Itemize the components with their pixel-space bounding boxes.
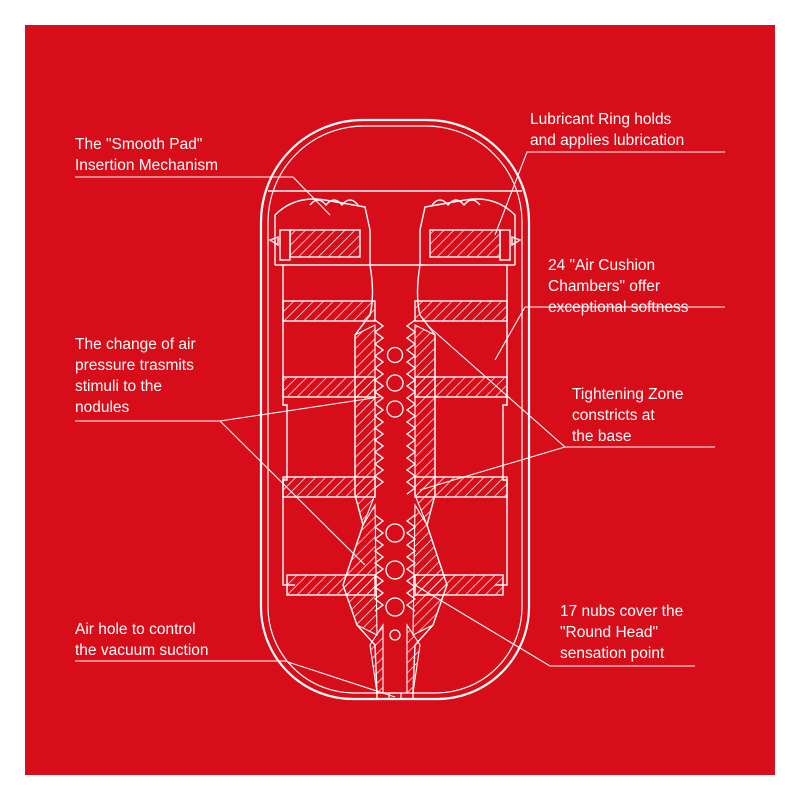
leader-lubricant [494, 151, 725, 236]
inner-capsule [267, 125, 523, 694]
background [25, 25, 775, 775]
nodule-zigzag [373, 319, 417, 612]
leader-tightening-2 [419, 446, 566, 491]
callout-smooth-pad: The "Smooth Pad" Insertion Mechanism [75, 136, 219, 174]
nodules [385, 346, 405, 641]
leader-smooth-pad [75, 176, 331, 216]
callout-nubs: 17 nubs cover the "Round Head" sensation… [560, 603, 684, 662]
air-hole [388, 692, 402, 700]
callout-air-cushion: 24 "Air Cushion Chambers" offer exceptio… [548, 257, 689, 316]
smooth-pad-left [268, 198, 371, 265]
red-panel: The "Smooth Pad" Insertion Mechanism Lub… [25, 25, 775, 775]
leader-air-pressure-2 [219, 420, 366, 566]
callout-air-hole: Air hole to control the vacuum suction [75, 621, 209, 659]
callout-air-pressure: The change of air pressure trasmits stim… [75, 336, 196, 416]
lubricant-ring-right [419, 198, 522, 265]
leader-nubs [414, 584, 695, 667]
callout-tightening-zone: Tightening Zone constricts at the base [572, 386, 684, 445]
nodule-walls [342, 324, 448, 694]
cross-section-diagram [25, 25, 775, 775]
leader-lines [75, 151, 725, 698]
leader-air-hole [75, 660, 396, 698]
outer-capsule [259, 118, 531, 701]
callout-lubricant-ring: Lubricant Ring holds and applies lubrica… [530, 111, 685, 149]
leader-air-cushion [494, 306, 725, 361]
